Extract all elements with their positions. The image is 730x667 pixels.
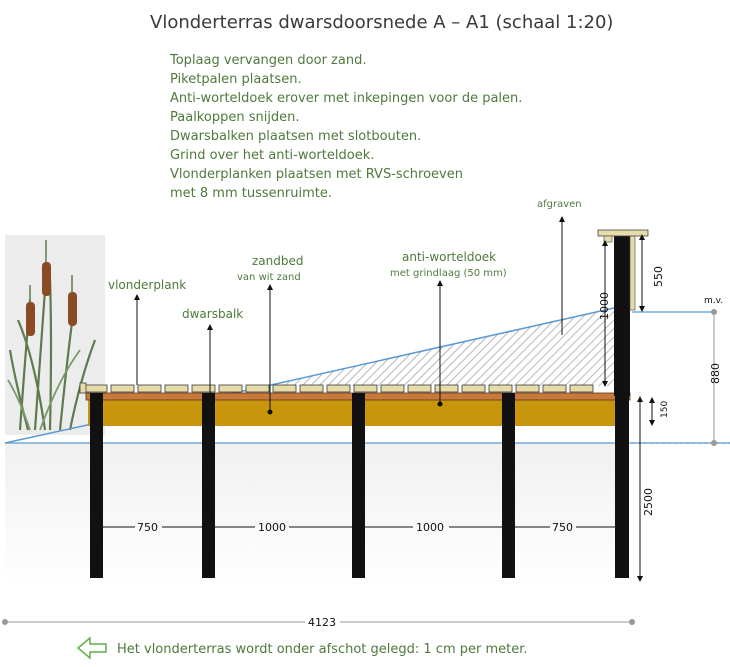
deck-plank (380, 384, 405, 393)
svg-text:1000: 1000 (598, 292, 611, 320)
piles (90, 393, 629, 578)
step-2: Piketpalen plaatsen. (170, 72, 302, 87)
label-vlonderplank: vlonderplank (108, 278, 186, 385)
dim-spans: 750 1000 1000 750 (103, 521, 615, 534)
deck-plank (164, 384, 189, 393)
span-1: 750 (137, 521, 158, 534)
svg-text:dwarsbalk: dwarsbalk (182, 307, 243, 321)
retaining-wall (614, 236, 630, 396)
deck-plank (542, 384, 567, 393)
svg-text:150: 150 (660, 401, 670, 418)
ground-area (5, 443, 625, 585)
pile-5 (615, 393, 629, 578)
pile-1 (90, 393, 103, 578)
step-4: Paalkoppen snijden. (170, 110, 300, 125)
step-8: met 8 mm tussenruimte. (170, 186, 332, 201)
label-antiworteldoek: anti-worteldoek met grindlaag (50 mm) (390, 250, 507, 407)
wall-cap-lip (603, 235, 613, 243)
pile-3 (352, 393, 365, 578)
deck-plank (191, 384, 216, 393)
wall-facing (629, 235, 636, 311)
label-afgraven: afgraven (537, 199, 582, 335)
dim-layer: 150 (649, 397, 670, 426)
steps-list: Toplaag vervangen door zand. Piketpalen … (169, 53, 522, 201)
diagram-title: Vlonderterras dwarsdoorsnede A – A1 (sch… (150, 12, 613, 33)
deck-plank (245, 384, 270, 393)
wall-cap (597, 229, 649, 237)
svg-text:550: 550 (652, 266, 665, 287)
svg-text:van wit zand: van wit zand (237, 272, 301, 283)
svg-text:4123: 4123 (308, 616, 336, 629)
step-5: Dwarsbalken plaatsen met slotbouten. (170, 129, 421, 144)
span-2: 1000 (258, 521, 286, 534)
ground-slope-right (279, 307, 615, 384)
deck-plank (569, 384, 594, 393)
deck-plank (299, 384, 324, 393)
span-3: 1000 (416, 521, 444, 534)
span-4: 750 (552, 521, 573, 534)
deck-end-board (79, 382, 87, 394)
deck-plank (110, 384, 135, 393)
svg-text:zandbed: zandbed (252, 254, 304, 268)
step-7: Vlonderplanken plaatsen met RVS-schroeve… (170, 167, 463, 182)
deck-plank (407, 384, 432, 393)
deck-planks (79, 382, 594, 394)
deck-plank (218, 384, 243, 393)
deck-plank (326, 384, 351, 393)
deck-plank (353, 384, 378, 393)
svg-text:vlonderplank: vlonderplank (108, 278, 186, 292)
step-1: Toplaag vervangen door zand. (169, 53, 366, 68)
dim-pile-depth: 2500 (637, 396, 655, 582)
label-zandbed: zandbed van wit zand (237, 254, 304, 415)
deck-plank (515, 384, 540, 393)
dim-total-width: 4123 (2, 616, 635, 629)
svg-text:m.v.: m.v. (704, 296, 723, 306)
step-6: Grind over het anti-worteldoek. (170, 148, 374, 163)
footer-note: Het vlonderterras wordt onder afschot ge… (117, 642, 528, 657)
arrow-left-icon (76, 636, 107, 660)
dim-wall-height: 1000 (598, 240, 611, 387)
svg-text:anti-worteldoek: anti-worteldoek (402, 250, 496, 264)
deck-plank (83, 384, 108, 393)
pile-2 (202, 393, 215, 578)
pile-4 (502, 393, 515, 578)
svg-text:2500: 2500 (642, 488, 655, 516)
svg-text:afgraven: afgraven (537, 199, 582, 210)
cattail-icon (7, 240, 97, 431)
svg-text:880: 880 (709, 363, 722, 384)
dim-level-height: m.v. 880 (704, 296, 723, 446)
step-3: Anti-worteldoek erover met inkepingen vo… (170, 91, 522, 106)
deck-plank (434, 384, 459, 393)
deck-plank (461, 384, 486, 393)
deck-plank (488, 384, 513, 393)
dim-top-height: 550 (639, 234, 665, 312)
label-dwarsbalk: dwarsbalk (182, 307, 243, 394)
svg-text:met grindlaag (50 mm): met grindlaag (50 mm) (390, 268, 507, 279)
deck-plank (137, 384, 162, 393)
deck-plank (272, 384, 297, 393)
